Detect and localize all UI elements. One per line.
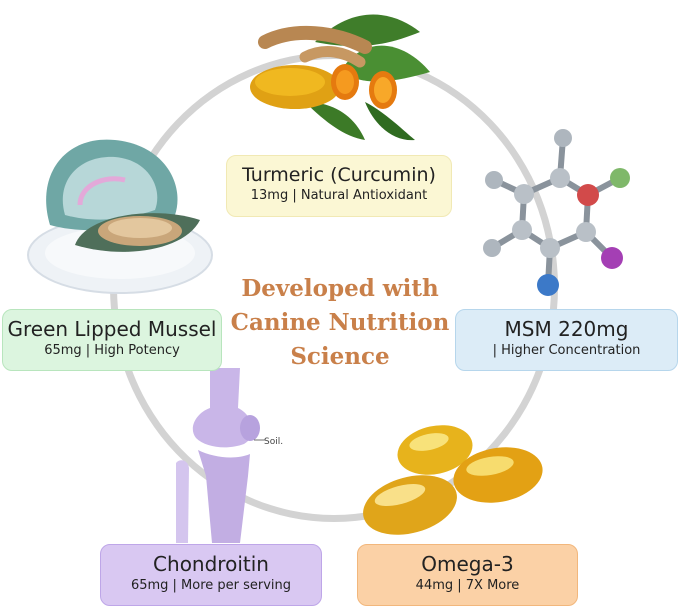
ingredient-card-chondroitin: Chondroitin 65mg | More per serving: [100, 544, 322, 606]
ingredient-title: Chondroitin: [153, 552, 269, 576]
ingredient-title: Turmeric (Curcumin): [242, 164, 436, 186]
ingredient-detail: 44mg | 7X More: [415, 578, 520, 593]
turmeric-icon: [245, 2, 435, 142]
ingredient-detail: | Higher Concentration: [492, 343, 641, 358]
ingredient-card-omega-3: Omega-3 44mg | 7X More: [357, 544, 578, 606]
knee-joint-icon: Soil.: [162, 368, 297, 543]
ingredient-card-mussel: Green Lipped Mussel 65mg | High Potency: [2, 309, 222, 371]
ingredient-detail: 65mg | High Potency: [44, 343, 180, 358]
ingredient-title: Omega-3: [421, 552, 514, 576]
molecule-icon: [480, 120, 640, 305]
ingredient-card-msm: MSM 220mg | Higher Concentration: [455, 309, 678, 371]
ingredient-detail: 65mg | More per serving: [130, 578, 292, 593]
center-headline-line-2: Canine Nutrition: [230, 309, 450, 336]
mussel-shell-icon: [25, 135, 215, 300]
ingredient-title: Green Lipped Mussel: [7, 317, 217, 341]
ingredient-detail: 13mg | Natural Antioxidant: [250, 188, 428, 203]
ingredient-title: MSM 220mg: [504, 317, 629, 341]
center-headline: Developed with Canine Nutrition Science: [210, 272, 470, 374]
center-headline-line-3: Science: [290, 343, 390, 370]
ingredient-card-turmeric: Turmeric (Curcumin) 13mg | Natural Antio…: [226, 155, 452, 217]
fish-oil-capsules-icon: [355, 420, 550, 545]
center-headline-line-1: Developed with: [241, 275, 439, 302]
knee-label: Soil.: [264, 437, 283, 447]
